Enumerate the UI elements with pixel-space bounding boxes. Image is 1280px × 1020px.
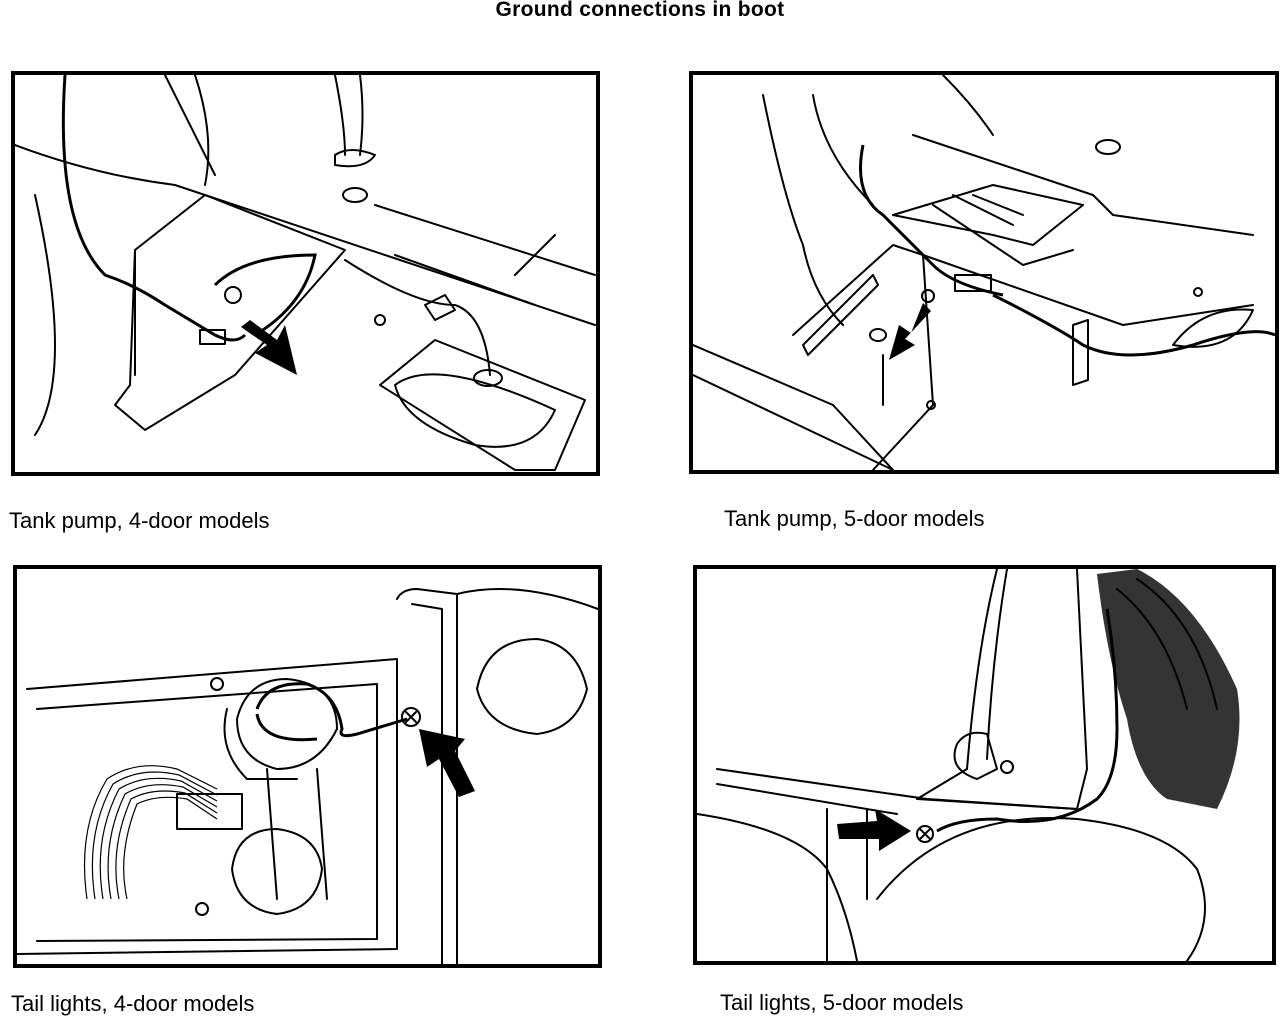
arrow-icon	[241, 320, 297, 375]
arrow-icon	[889, 303, 931, 360]
figure-caption: Tail lights, 5-door models	[720, 990, 964, 1015]
figure-tail-lights-4-door	[13, 565, 602, 968]
figure-caption: Tank pump, 5-door models	[724, 506, 985, 531]
figure-tail-lights-5-door	[693, 565, 1276, 965]
illustration-tail-lights-5-door	[697, 569, 1240, 961]
illustration-tank-pump-4-door	[15, 75, 596, 471]
figure-tank-pump-5-door	[689, 71, 1279, 474]
arrow-icon	[419, 729, 475, 797]
page-title: Ground connections in boot	[495, 0, 785, 21]
illustration-tail-lights-4-door	[17, 588, 598, 964]
figure-tank-pump-4-door	[11, 71, 600, 476]
figure-caption: Tail lights, 4-door models	[11, 991, 255, 1016]
arrow-icon	[837, 809, 911, 851]
illustration-tank-pump-5-door	[693, 75, 1275, 470]
figure-caption: Tank pump, 4-door models	[9, 508, 270, 533]
